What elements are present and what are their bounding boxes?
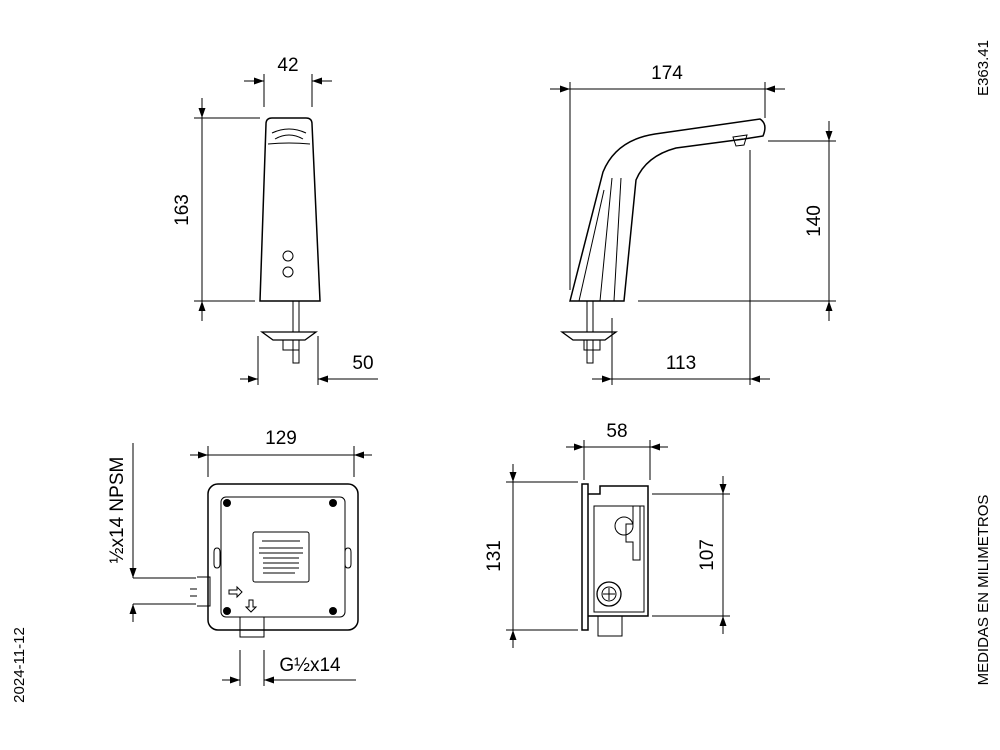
outlet-thread-label: G½x14	[279, 655, 341, 676]
side-reach-dimension: 174	[550, 63, 785, 290]
screw-icon	[329, 499, 337, 507]
outlet-thread-dimension: G½x14	[222, 650, 356, 686]
arrow-right-icon	[228, 585, 243, 599]
control-box-front-view	[190, 483, 359, 638]
side-reach-label: 174	[651, 63, 683, 84]
box-inner-height-label: 107	[697, 539, 718, 571]
side-height-dimension: 140	[638, 121, 836, 321]
box-depth-dimension: 58	[566, 421, 668, 480]
box-depth-label: 58	[606, 421, 627, 442]
front-width-label: 42	[277, 55, 298, 76]
faucet-front-view	[259, 117, 321, 364]
front-bottom-label: 50	[352, 353, 373, 374]
front-bottom-dimension: 50	[240, 336, 378, 385]
faucet-side-view	[560, 118, 766, 364]
drawing-code: E363.41	[975, 40, 992, 96]
units-note: MEDIDAS EN MILIMETROS	[975, 495, 992, 686]
side-base-label: 113	[666, 353, 696, 374]
screw-icon	[329, 607, 337, 615]
drawing-date: 2024-11-12	[11, 627, 28, 703]
front-height-label: 163	[172, 194, 193, 226]
box-width-label: 129	[265, 428, 297, 449]
screw-icon	[223, 499, 231, 507]
box-inner-height-dimension: 107	[652, 476, 730, 634]
product-label	[252, 531, 310, 583]
box-outer-height-label: 131	[484, 540, 505, 572]
screw-icon	[223, 607, 231, 615]
side-base-dimension: 113	[592, 150, 770, 385]
inlet-thread-label: ½x14 NPSM	[107, 457, 128, 564]
side-height-label: 140	[804, 205, 825, 237]
control-box-side-view	[581, 483, 649, 637]
box-outer-height-dimension: 131	[484, 464, 578, 648]
front-width-dimension: 42	[244, 55, 332, 107]
arrow-down-icon	[244, 599, 258, 613]
box-width-dimension: 129	[190, 428, 372, 477]
inlet-thread-dimension: ½x14 NPSM	[107, 443, 196, 622]
front-height-dimension: 163	[172, 98, 260, 321]
